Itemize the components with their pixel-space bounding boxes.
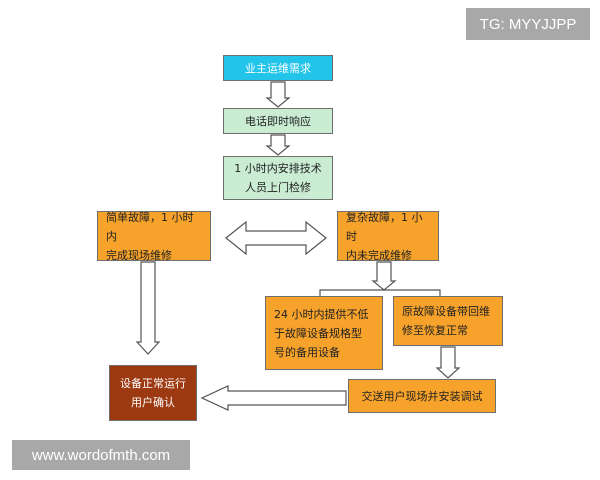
node-complex-fault: 复杂故障，1 小时 内未完成维修 — [337, 211, 439, 262]
arrow-simple-to-confirm — [135, 261, 161, 355]
node-backup-device: 24 小时内提供不低 于故障设备规格型 号的备用设备 — [265, 296, 383, 370]
node-user-confirm: 设备正常运行 用户确认 — [109, 365, 197, 421]
arrow-complex-to-branches — [371, 261, 397, 291]
node-operation-demand: 业主运维需求 — [223, 55, 333, 81]
node-simple-fault: 简单故障，1 小时内 完成现场维修 — [97, 211, 211, 262]
node-user-confirm-line1: 设备正常运行 — [120, 377, 186, 390]
node-user-confirm-line2: 用户确认 — [131, 396, 175, 409]
branch-connector — [319, 289, 441, 296]
node-dispatch-technician: 1 小时内安排技术 人员上门检修 — [223, 156, 333, 200]
node-repair-return: 原故障设备带回维 修至恢复正常 — [393, 296, 503, 346]
node-phone-response: 电话即时响应 — [223, 108, 333, 134]
node-install-debug: 交送用户现场并安装调试 — [348, 379, 496, 413]
arrow-fault-branch — [225, 220, 327, 256]
arrow-response-to-dispatch — [265, 134, 291, 156]
arrow-demand-to-response — [265, 81, 291, 108]
arrow-install-to-confirm — [200, 385, 347, 411]
arrow-repair-to-install — [435, 346, 461, 379]
watermark-tg: TG: MYYJJPP — [466, 8, 590, 40]
watermark-site: www.wordofmth.com — [12, 440, 190, 470]
